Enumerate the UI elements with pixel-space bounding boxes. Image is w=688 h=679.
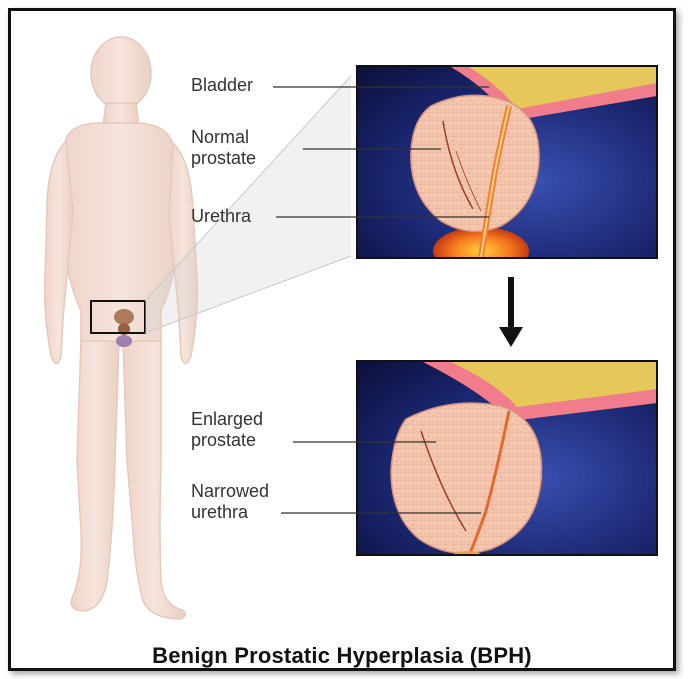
label-normal-prostate: Normal prostate (191, 127, 256, 169)
label-enlarged-prostate: Enlarged prostate (191, 409, 263, 451)
diagram-title: Benign Prostatic Hyperplasia (BPH) (11, 643, 673, 669)
label-narrowed-urethra: Narrowed urethra (191, 481, 269, 523)
down-arrow-icon (499, 277, 523, 347)
enlarged-prostate-panel (357, 361, 657, 559)
normal-prostate-panel (357, 66, 657, 275)
diagram-frame: Bladder Normal prostate Urethra Enlarged… (8, 8, 676, 671)
diagram-illustration (11, 11, 673, 668)
label-bladder: Bladder (191, 75, 253, 96)
label-urethra: Urethra (191, 206, 251, 227)
